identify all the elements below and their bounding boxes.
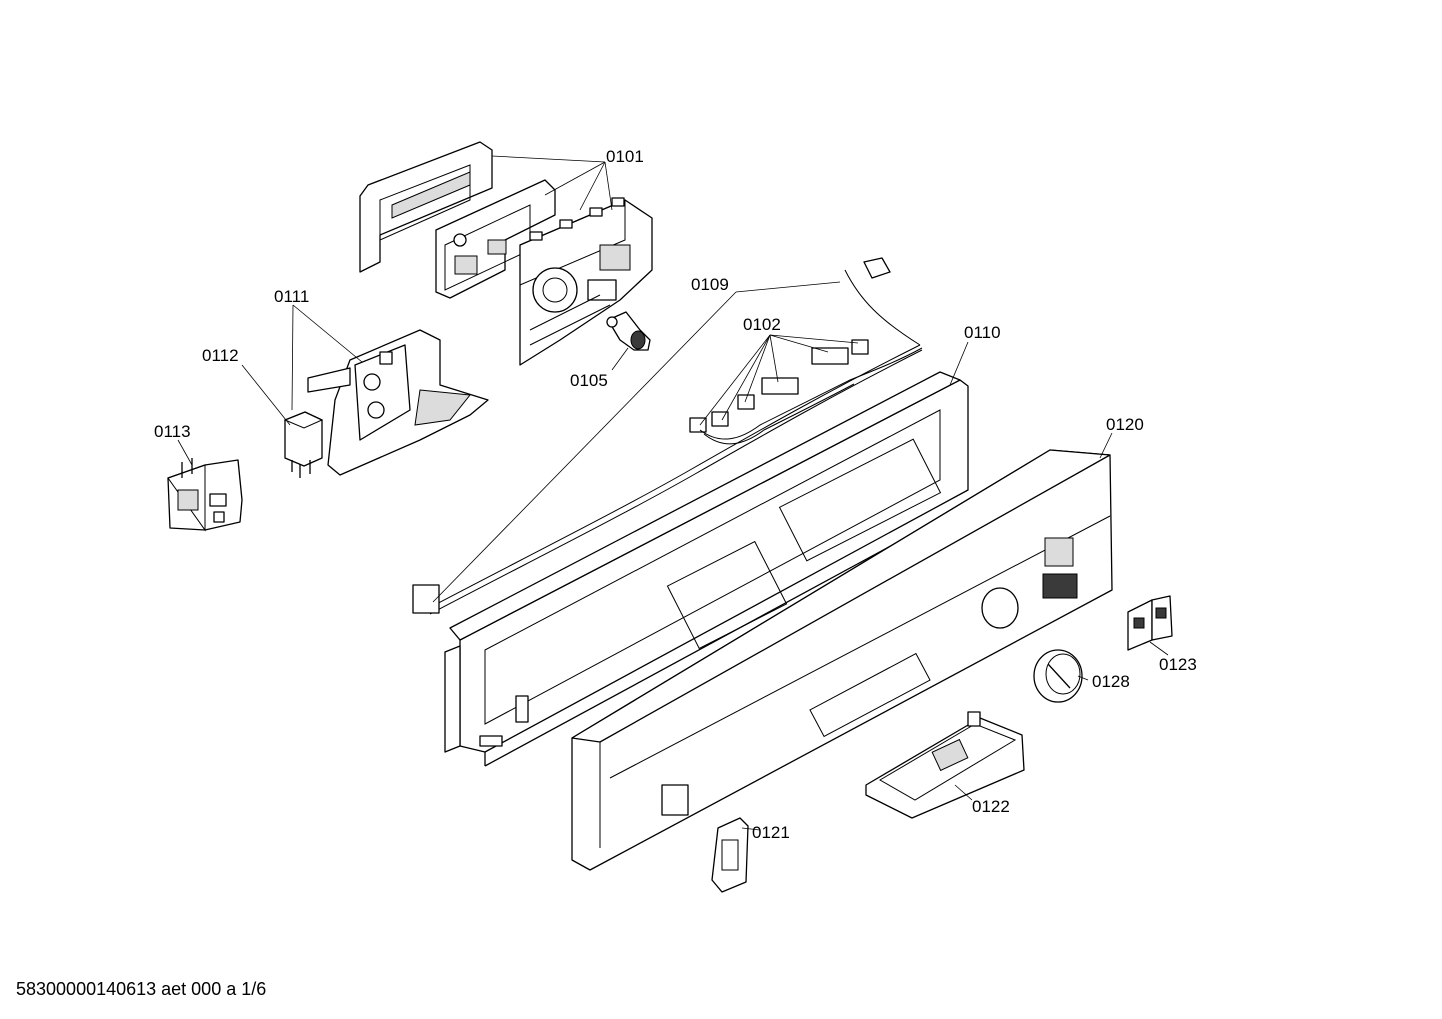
label-0101: 0101 [606, 147, 644, 166]
part-0120-front-fascia [571, 449, 1113, 871]
label-0113: 0113 [154, 422, 191, 441]
label-0109: 0109 [691, 275, 729, 294]
document-code: 58300000140613 aet 000 a 1/6 [16, 979, 267, 999]
label-0128: 0128 [1092, 672, 1130, 691]
label-0112: 0112 [202, 346, 239, 365]
part-0110-inner-frame [444, 371, 969, 767]
label-0105: 0105 [570, 371, 608, 390]
part-0105-sensor [606, 311, 651, 351]
part-0111-door-switch [307, 329, 489, 476]
label-0122: 0122 [972, 797, 1010, 816]
part-0122-detergent-tray [865, 711, 1025, 819]
leader-lines [177, 155, 1169, 831]
part-0121-clip [711, 817, 749, 893]
label-0102: 0102 [743, 315, 781, 334]
part-labels: 0101 0111 0112 0113 0109 0102 0110 0105 … [154, 147, 1197, 842]
label-0121: 0121 [752, 823, 790, 842]
part-0112-relay [283, 411, 324, 478]
label-0110: 0110 [964, 323, 1001, 342]
part-0113-main-switch [167, 458, 243, 532]
part-0102-connectors [689, 339, 869, 433]
label-0120: 0120 [1106, 415, 1144, 434]
label-0123: 0123 [1159, 655, 1197, 674]
part-0101-control-module [359, 141, 653, 366]
part-0123-buttons [1127, 595, 1173, 651]
label-0111: 0111 [274, 287, 309, 306]
part-0128-knob [1033, 649, 1083, 703]
part-0109-wiring-harness [412, 257, 923, 615]
